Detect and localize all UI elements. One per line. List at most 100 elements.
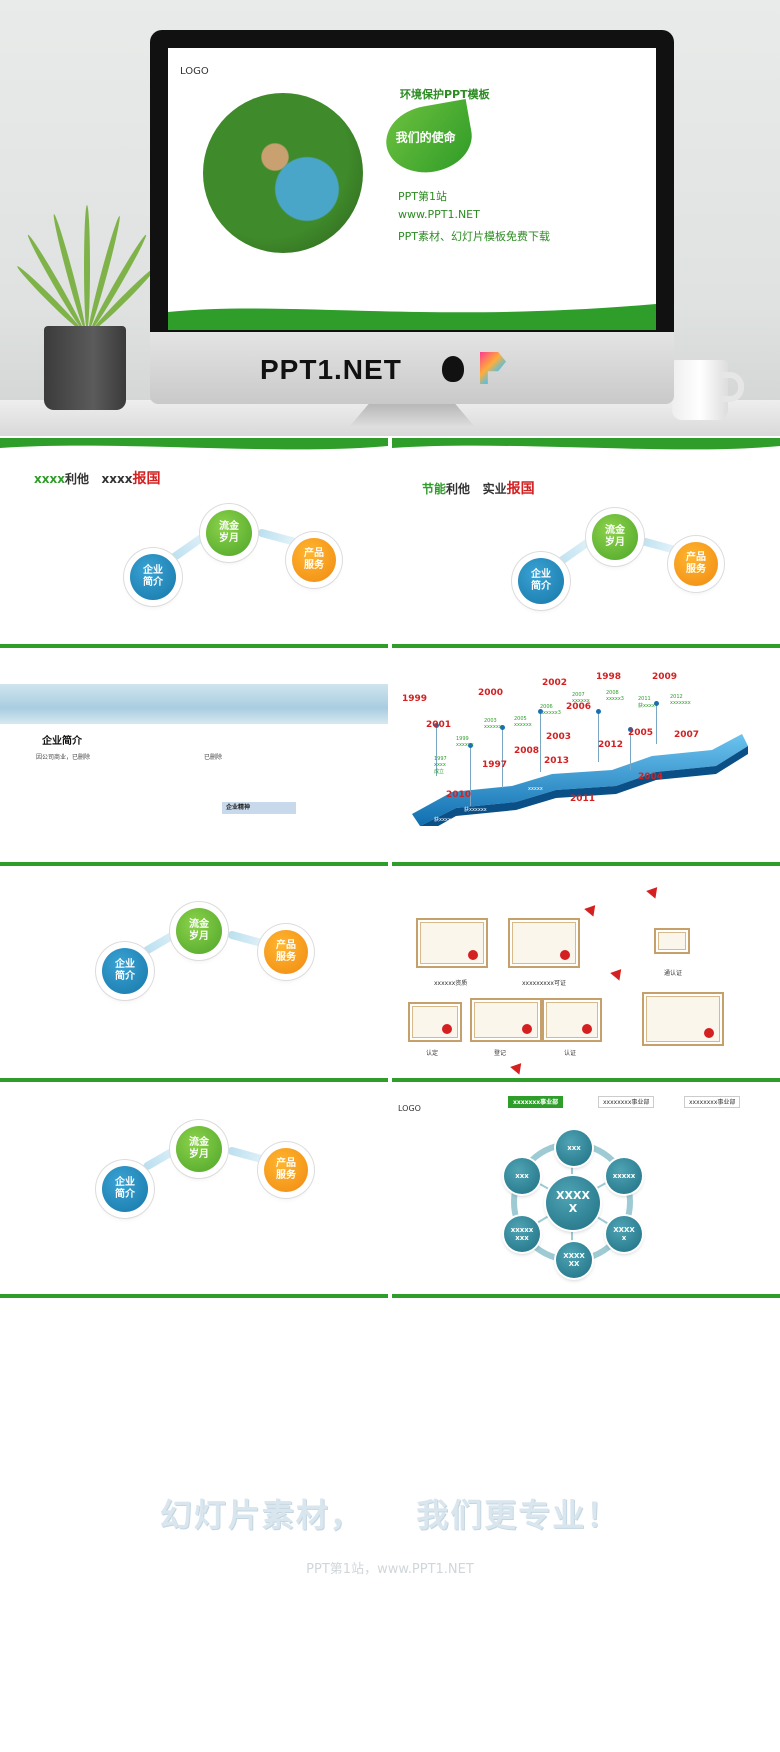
bottom-line	[392, 644, 780, 648]
org-node: xxx	[504, 1158, 540, 1194]
leaf-banner: 我们的使命	[380, 99, 478, 179]
certificate	[642, 992, 724, 1046]
year: 2000	[478, 688, 504, 698]
slide-process-4: 企业简介 流金岁月 产品服务	[0, 1088, 388, 1298]
year: 2005	[628, 728, 654, 738]
mission-label: 我们的使命	[395, 130, 456, 145]
bottom-line	[0, 1294, 388, 1298]
hero-line-3: PPT素材、幻灯片模板免费下载	[398, 230, 550, 243]
circle-product: 产品服务	[264, 930, 308, 974]
mug-handle	[722, 372, 744, 402]
top-wave	[0, 438, 388, 450]
headline: xxxx利他 xxxx报国	[34, 471, 161, 487]
certificate	[508, 918, 580, 968]
circle-history: 流金岁月	[592, 514, 638, 560]
certificate	[542, 998, 602, 1042]
slide-process-1: xxxx利他 xxxx报国 企业简介 流金岁月 产品服务	[0, 438, 388, 648]
circle-product: 产品服务	[674, 542, 718, 586]
mountain-banner	[0, 684, 388, 724]
brand-text: PPT1.NET	[260, 354, 402, 385]
circle-intro: 企业简介	[102, 1166, 148, 1212]
timeline-band	[412, 734, 748, 826]
about-text-left: 因公司商业，已删除	[36, 754, 91, 761]
about-tag: 企业精神	[222, 802, 296, 814]
mug-decoration	[672, 360, 728, 420]
circle-history: 流金岁月	[176, 1126, 222, 1172]
certificate	[470, 998, 542, 1042]
certificate	[408, 1002, 462, 1042]
arrow-icon	[584, 901, 600, 917]
plant-decoration	[15, 205, 159, 410]
slide-certs: xxxxxx资质 xxxxxxxxx可证 通认证 认定 登记 认证	[392, 872, 780, 1082]
monitor-bezel: LOGO 环境保护PPT模板 我们的使命 PPT第1站 www.PPT1.NET…	[150, 30, 674, 332]
bottom-line	[392, 862, 780, 866]
year: 2011	[570, 794, 596, 804]
band-label: 获xxxxxx	[464, 807, 487, 813]
year: 2008	[514, 746, 540, 756]
year: 1998	[596, 672, 622, 682]
slide-org: LOGO xxxxxxx事业部 xxxxxxxx事业部 xxxxxxxx事业部 …	[392, 1088, 780, 1298]
about-text-right: 已删除	[204, 754, 223, 761]
monitor: LOGO 环境保护PPT模板 我们的使命 PPT第1站 www.PPT1.NET…	[150, 30, 674, 426]
org-node: xxxxx	[606, 1158, 642, 1194]
year: 2003	[546, 732, 572, 742]
cert-caption: 通认证	[664, 970, 683, 977]
band-label: xxxxx	[528, 786, 543, 792]
top-wave	[392, 438, 780, 450]
plant-pot	[44, 326, 126, 410]
slide-timeline: 1999 2000 2002 1998 2009 2001 2006 2003 …	[392, 656, 780, 866]
arrow-icon	[610, 965, 626, 981]
year: 2010	[446, 790, 472, 800]
slide-logo: LOGO	[398, 1104, 421, 1113]
circle-intro: 企业简介	[130, 554, 176, 600]
year: 2004	[638, 772, 664, 782]
slide-about: 企业简介 因公司商业，已删除 已删除 企业精神	[0, 656, 388, 866]
circle-history: 流金岁月	[176, 908, 222, 954]
end-slogan: 幻灯片素材， 我们更专业！	[159, 1496, 621, 1534]
bottom-line	[0, 644, 388, 648]
green-wave	[168, 304, 656, 330]
slide-title: 环境保护PPT模板	[400, 88, 490, 101]
slide-process-2: 节能利他 实业报国 企业简介 流金岁月 产品服务	[392, 438, 780, 648]
bottom-line	[0, 1078, 388, 1082]
monitor-chin: PPT1.NET	[150, 332, 674, 404]
slide-logo: LOGO	[180, 66, 209, 77]
about-title: 企业简介	[42, 736, 82, 747]
cert-caption: xxxxxx资质	[434, 980, 468, 987]
tab-division-3[interactable]: xxxxxxxx事业部	[684, 1096, 741, 1108]
year: 1999	[402, 694, 428, 704]
arrow-icon	[646, 883, 662, 899]
end-subtitle: PPT第1站，www.PPT1.NET	[306, 1562, 474, 1577]
circle-product: 产品服务	[292, 538, 336, 582]
tab-division-2[interactable]: xxxxxxxx事业部	[598, 1096, 655, 1108]
arrow-icon	[510, 1059, 526, 1075]
monitor-stand	[350, 404, 474, 426]
cert-caption: 登记	[494, 1050, 507, 1057]
certificate	[416, 918, 488, 968]
year: 2009	[652, 672, 678, 682]
tab-division-1[interactable]: xxxxxxx事业部	[508, 1096, 564, 1108]
apple-icon	[442, 356, 464, 382]
year: 2001	[426, 720, 452, 730]
bottom-line	[0, 862, 388, 866]
circle-intro: 企业简介	[518, 558, 564, 604]
year: 2013	[544, 756, 570, 766]
band-label: 获xxxx	[434, 817, 451, 823]
hero-line-2: www.PPT1.NET	[398, 208, 480, 221]
p-logo-icon	[480, 352, 506, 384]
hero-line-1: PPT第1站	[398, 190, 447, 203]
end-slide	[0, 1300, 780, 1752]
monitor-screen: LOGO 环境保护PPT模板 我们的使命 PPT第1站 www.PPT1.NET…	[168, 48, 656, 330]
bottom-line	[392, 1078, 780, 1082]
year: 2002	[542, 678, 568, 688]
